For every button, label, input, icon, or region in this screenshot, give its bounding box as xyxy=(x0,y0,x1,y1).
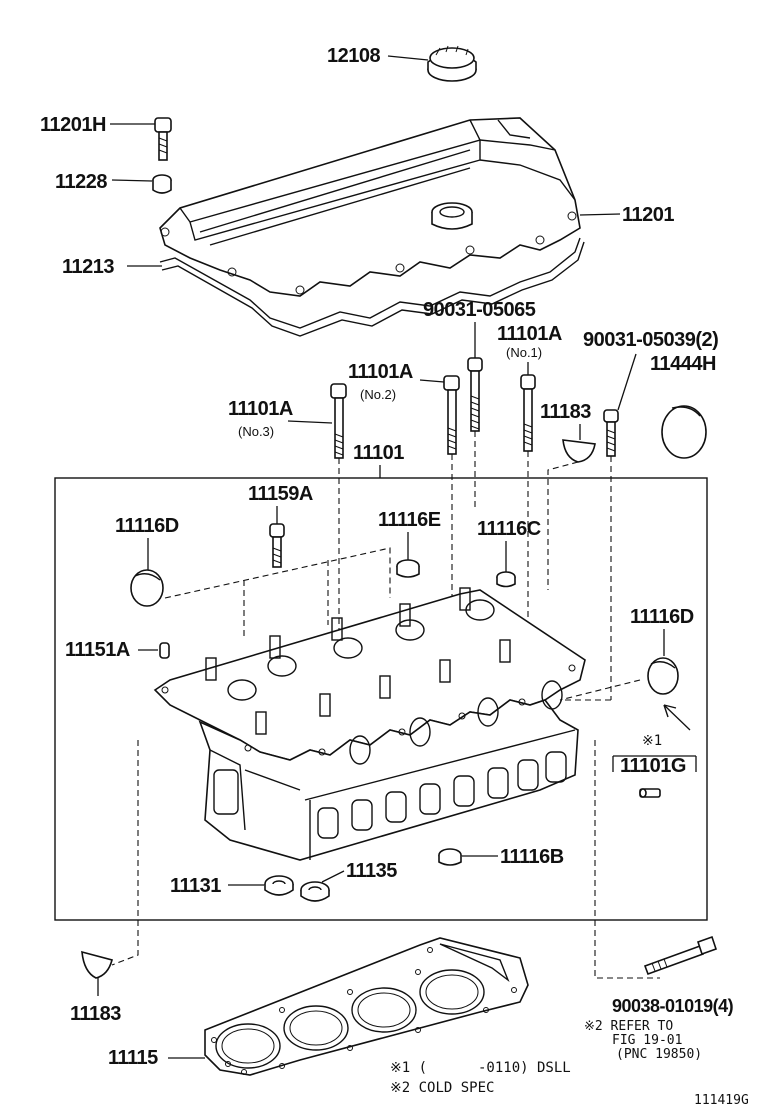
seal-11135[interactable] xyxy=(300,881,330,902)
head-bolt-no1[interactable] xyxy=(520,374,536,452)
label-11116e: 11116E xyxy=(378,509,441,531)
key-11183-top[interactable] xyxy=(562,439,596,463)
label-no3: (No.3) xyxy=(238,424,274,439)
head-bolt-no2[interactable] xyxy=(443,375,460,455)
label-no2: (No.2) xyxy=(360,387,396,402)
label-11444h: 11444H xyxy=(650,353,716,375)
label-11116d-left: 11116D xyxy=(115,515,179,537)
head-bolt-90038-01019[interactable] xyxy=(643,935,718,976)
label-90038-01019: 90038-01019(4) xyxy=(612,996,734,1016)
label-11101a-no1: 11101A xyxy=(497,323,562,345)
plug-11116d-right[interactable] xyxy=(647,657,679,695)
refer-line-2: FIG 19-01 xyxy=(612,1033,682,1048)
label-11151a: 11151A xyxy=(65,639,130,661)
label-11101a-no3: 11101A xyxy=(228,398,293,420)
label-11201: 11201 xyxy=(622,204,674,226)
footnote-1-mark: ※1 ( xyxy=(390,1060,427,1076)
bolt-90031-05039[interactable] xyxy=(603,409,619,457)
footnote-1-text: -0110) DSLL xyxy=(478,1060,571,1076)
cylinder-head[interactable] xyxy=(153,587,586,861)
key-11183-bottom[interactable] xyxy=(81,950,113,979)
plug-11116e[interactable] xyxy=(396,559,420,578)
mark-1: ※1 xyxy=(642,733,662,749)
label-90031-05039: 90031-05039(2) xyxy=(583,329,718,351)
plug-11116c[interactable] xyxy=(496,571,516,588)
bolt-11201h[interactable] xyxy=(154,117,172,161)
label-11228: 11228 xyxy=(55,171,107,193)
label-11183-bottom: 11183 xyxy=(70,1003,121,1025)
label-12108: 12108 xyxy=(327,45,380,67)
plug-11444h[interactable] xyxy=(661,405,707,459)
oil-filler-cap[interactable] xyxy=(427,45,477,82)
refer-line-1: ※2 REFER TO xyxy=(584,1019,673,1034)
label-11101a-no2: 11101A xyxy=(348,361,413,383)
label-11201h: 11201H xyxy=(40,114,106,136)
grommet-11228[interactable] xyxy=(152,174,172,194)
bolt-90031-05065[interactable] xyxy=(467,357,483,432)
label-11213: 11213 xyxy=(62,256,114,278)
cylinder-head-cover[interactable] xyxy=(159,117,581,297)
label-11101g: 11101G xyxy=(620,755,686,777)
label-11116c: 11116C xyxy=(477,518,541,540)
plug-11116b[interactable] xyxy=(438,848,462,866)
head-cover-gasket[interactable] xyxy=(159,237,585,337)
label-11101: 11101 xyxy=(353,442,404,464)
label-11135: 11135 xyxy=(346,860,397,882)
label-no1: (No.1) xyxy=(506,345,542,360)
label-90031-05065: 90031-05065 xyxy=(423,299,536,321)
refer-line-3: (PNC 19850) xyxy=(616,1047,702,1062)
bolt-11159a[interactable] xyxy=(269,523,285,568)
pin-11101g[interactable] xyxy=(639,788,661,798)
head-bolt-no3[interactable] xyxy=(330,383,347,459)
label-11116b: 11116B xyxy=(500,846,564,868)
label-11183-top: 11183 xyxy=(540,401,591,423)
label-11116d-right: 11116D xyxy=(630,606,694,628)
footnote-2: ※2 COLD SPEC xyxy=(390,1080,494,1096)
seal-11131[interactable] xyxy=(264,875,294,896)
cylinder-head-group-frame xyxy=(54,477,708,921)
label-11159a: 11159A xyxy=(248,483,313,505)
label-11131: 11131 xyxy=(170,875,221,897)
figure-id: 111419G xyxy=(694,1093,749,1108)
label-11115: 11115 xyxy=(108,1047,158,1069)
cylinder-head-gasket[interactable] xyxy=(204,937,529,1076)
plug-11116d-left[interactable] xyxy=(130,569,164,607)
pin-11151a[interactable] xyxy=(159,642,170,659)
arrow-icon xyxy=(663,704,691,731)
